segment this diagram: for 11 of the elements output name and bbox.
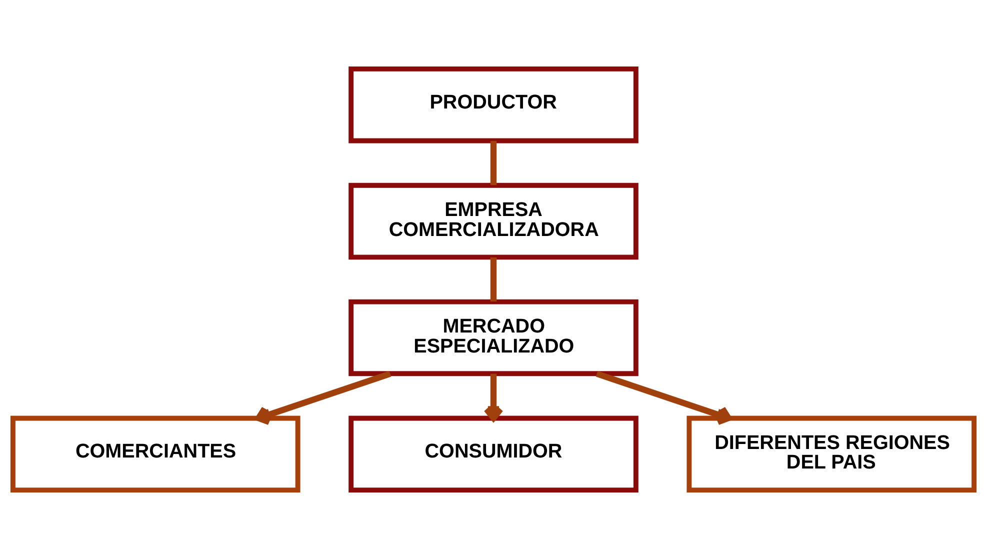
connector: [490, 257, 497, 302]
node-box: PRODUCTOR: [348, 66, 638, 144]
arrow: [483, 374, 504, 421]
connector: [490, 140, 497, 186]
node-box: COMERCIANTES: [10, 416, 300, 493]
node-box: MERCADO ESPECIALIZADO: [348, 299, 638, 376]
node-box: EMPRESA COMERCIALIZADORA: [348, 182, 638, 260]
arrow: [256, 370, 392, 426]
node-box: CONSUMIDOR: [348, 416, 638, 493]
arrow: [596, 370, 732, 426]
node-box: DIFERENTES REGIONES DEL PAIS: [686, 416, 977, 493]
